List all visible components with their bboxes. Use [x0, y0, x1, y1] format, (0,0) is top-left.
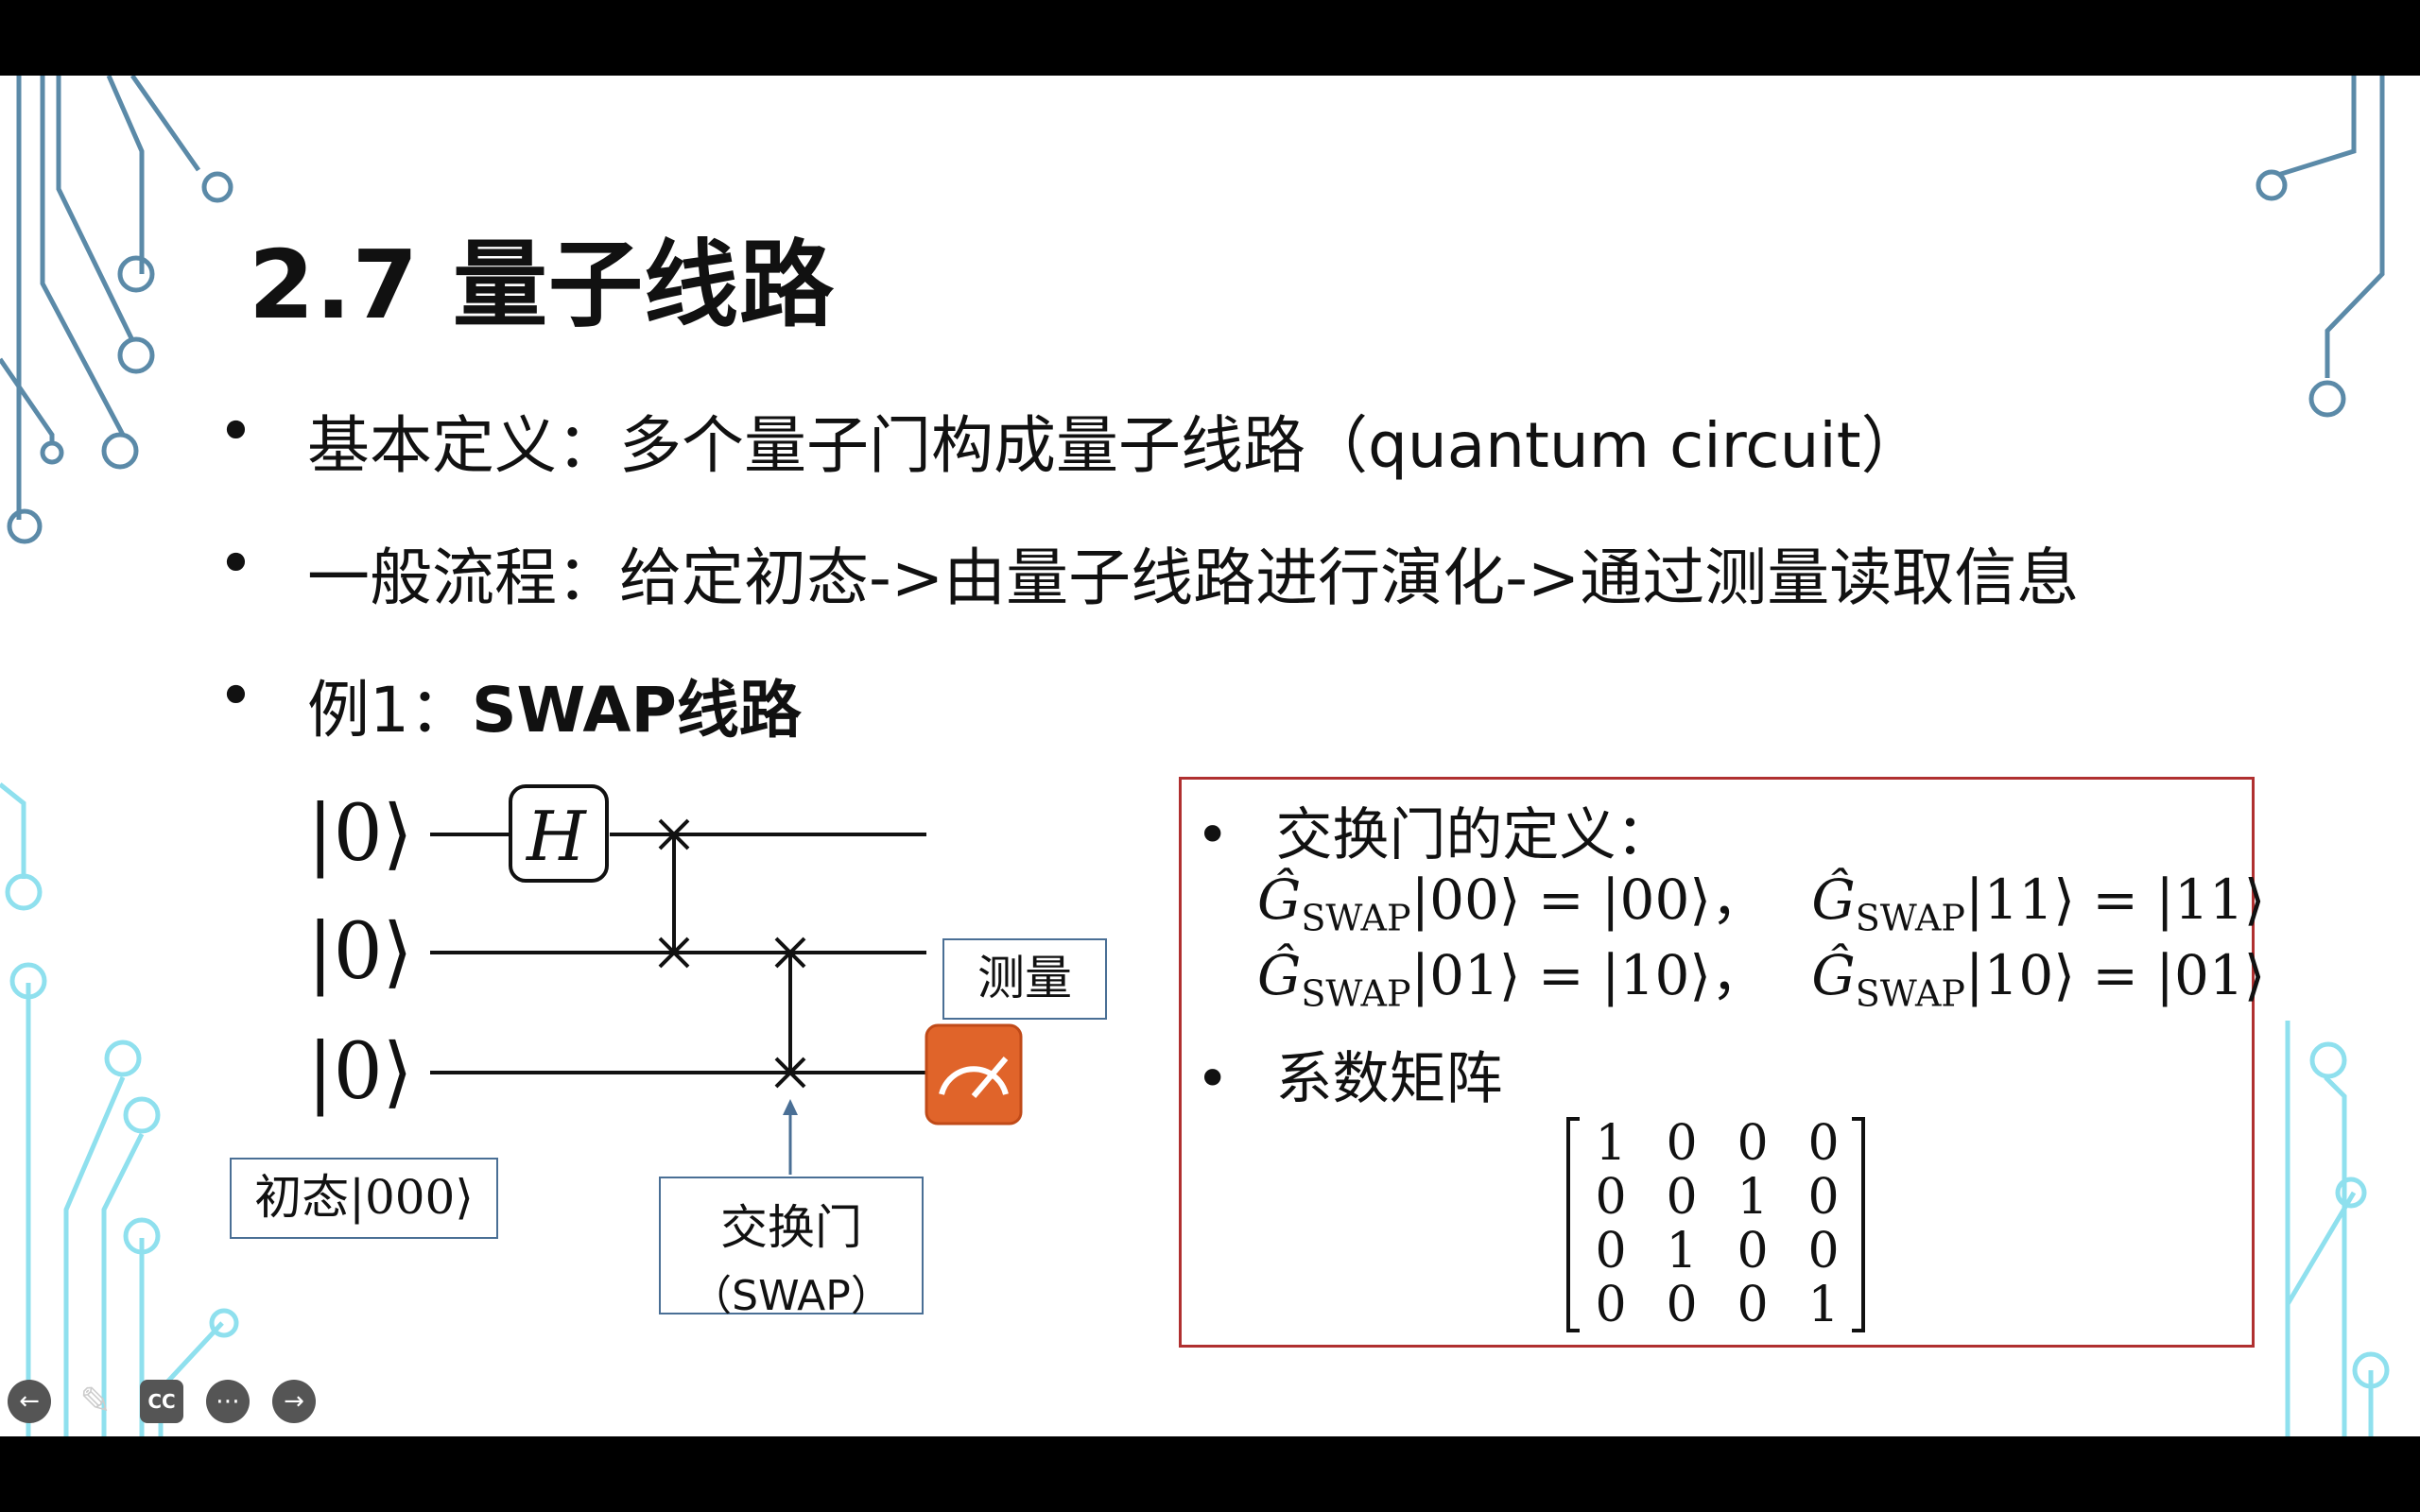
measure-label: 测量: [942, 938, 1107, 1020]
matrix-cell: 0: [1595, 1277, 1627, 1333]
matrix-cell: 0: [1807, 1169, 1840, 1226]
eq2a: |01⟩ = |10⟩，: [1410, 943, 1766, 1007]
matrix-cell: 1: [1807, 1277, 1840, 1333]
swap-cross-icon: [658, 818, 806, 1089]
matrix-cell: 0: [1666, 1169, 1698, 1226]
swap-definition-box: • 交换门的定义： ĜSWAP|00⟩ = |00⟩， ĜSWAP|11⟩ = …: [1179, 777, 2265, 1348]
eq1b: |11⟩ = |11⟩: [1964, 868, 2266, 932]
g-hat: Ĝ: [1257, 868, 1302, 932]
matrix-cell: 0: [1737, 1223, 1769, 1280]
bullet-dot: •: [217, 660, 254, 732]
g-sub: SWAP: [1301, 972, 1411, 1015]
matrix-heading: 系数矩阵: [1275, 1046, 1503, 1112]
bullet-text: 例1：SWAP线路: [307, 660, 802, 750]
g-hat: Ĝ: [1811, 943, 1856, 1007]
swap-label-line2: （SWAP）: [690, 1272, 892, 1320]
g-hat: Ĝ: [1257, 943, 1302, 1007]
matrix-cell: 0: [1737, 1115, 1769, 1172]
matrix-brackets: [1566, 1117, 1865, 1332]
hadamard-gate: [509, 784, 609, 883]
bullet-dot: •: [217, 527, 254, 600]
def-heading: 交换门的定义：: [1275, 802, 1673, 868]
cc-icon[interactable]: CC: [140, 1380, 183, 1423]
eq2b: |10⟩ = |01⟩: [1964, 943, 2266, 1007]
matrix-cell: 1: [1666, 1223, 1698, 1280]
matrix-cell: 0: [1666, 1277, 1698, 1333]
mouse-cursor-icon: [1927, 1434, 1931, 1436]
bullet-text: 一般流程：给定初态->由量子线路进行演化->通过测量读取信息: [307, 541, 2080, 614]
presentation-toolbar: ← ✎ CC ⋯ →: [0, 1380, 321, 1436]
def-eq-row1: ĜSWAP|00⟩ = |00⟩， ĜSWAP|11⟩ = |11⟩: [1257, 855, 2265, 939]
def-bullet-1: • 交换门的定义：: [1196, 789, 1672, 871]
matrix-cell: 1: [1595, 1115, 1627, 1172]
slide: 2.7 量子线路 • 基本定义：多个量子门构成量子线路（quantum circ…: [0, 76, 2420, 1436]
g-hat: Ĝ: [1811, 868, 1856, 932]
matrix-cell: 0: [1807, 1223, 1840, 1280]
g-sub: SWAP: [1855, 972, 1965, 1015]
bullet-dot: •: [1196, 802, 1230, 868]
bullet-dot: •: [217, 395, 254, 468]
g-sub: SWAP: [1301, 897, 1411, 939]
hadamard-label: H: [525, 797, 587, 876]
initial-state-label: 初态|000⟩: [230, 1158, 498, 1239]
qubit-1-label: |0⟩: [307, 789, 413, 879]
swap-arrow-head: [783, 1099, 798, 1115]
bullet-text: 基本定义：多个量子门构成量子线路（quantum circuit）: [307, 409, 1924, 482]
matrix-cell: 0: [1666, 1115, 1698, 1172]
example-prefix: 例1：: [307, 674, 472, 747]
swap-label-line1: 交换门: [720, 1200, 862, 1255]
def-eq-row2: ĜSWAP|01⟩ = |10⟩， ĜSWAP|10⟩ = |01⟩: [1257, 931, 2265, 1015]
back-icon[interactable]: ←: [8, 1380, 51, 1423]
g-sub: SWAP: [1855, 897, 1965, 939]
swap-gate-label: 交换门 （SWAP）: [659, 1177, 924, 1320]
forward-icon[interactable]: →: [272, 1380, 316, 1423]
matrix-cell: 0: [1595, 1169, 1627, 1226]
qubit-3-label: |0⟩: [307, 1027, 413, 1117]
def-bullet-2: • 系数矩阵: [1196, 1033, 1502, 1115]
example-emph: SWAP线路: [472, 674, 802, 747]
matrix-cell: 0: [1595, 1223, 1627, 1280]
matrix-cell: 1: [1737, 1169, 1769, 1226]
bullet-dot: •: [1196, 1046, 1230, 1112]
eq1a: |00⟩ = |00⟩，: [1410, 868, 1766, 932]
matrix-cell: 0: [1807, 1115, 1840, 1172]
swap-circuit-diagram: |0⟩ |0⟩ |0⟩ H: [307, 784, 1023, 1175]
matrix-cell: 0: [1737, 1277, 1769, 1333]
qubit-2-label: |0⟩: [307, 907, 413, 997]
meter-icon: [925, 1023, 1023, 1125]
slide-title: 2.7 量子线路: [249, 230, 835, 340]
pen-icon[interactable]: ✎: [79, 1380, 112, 1423]
more-icon[interactable]: ⋯: [206, 1380, 250, 1423]
